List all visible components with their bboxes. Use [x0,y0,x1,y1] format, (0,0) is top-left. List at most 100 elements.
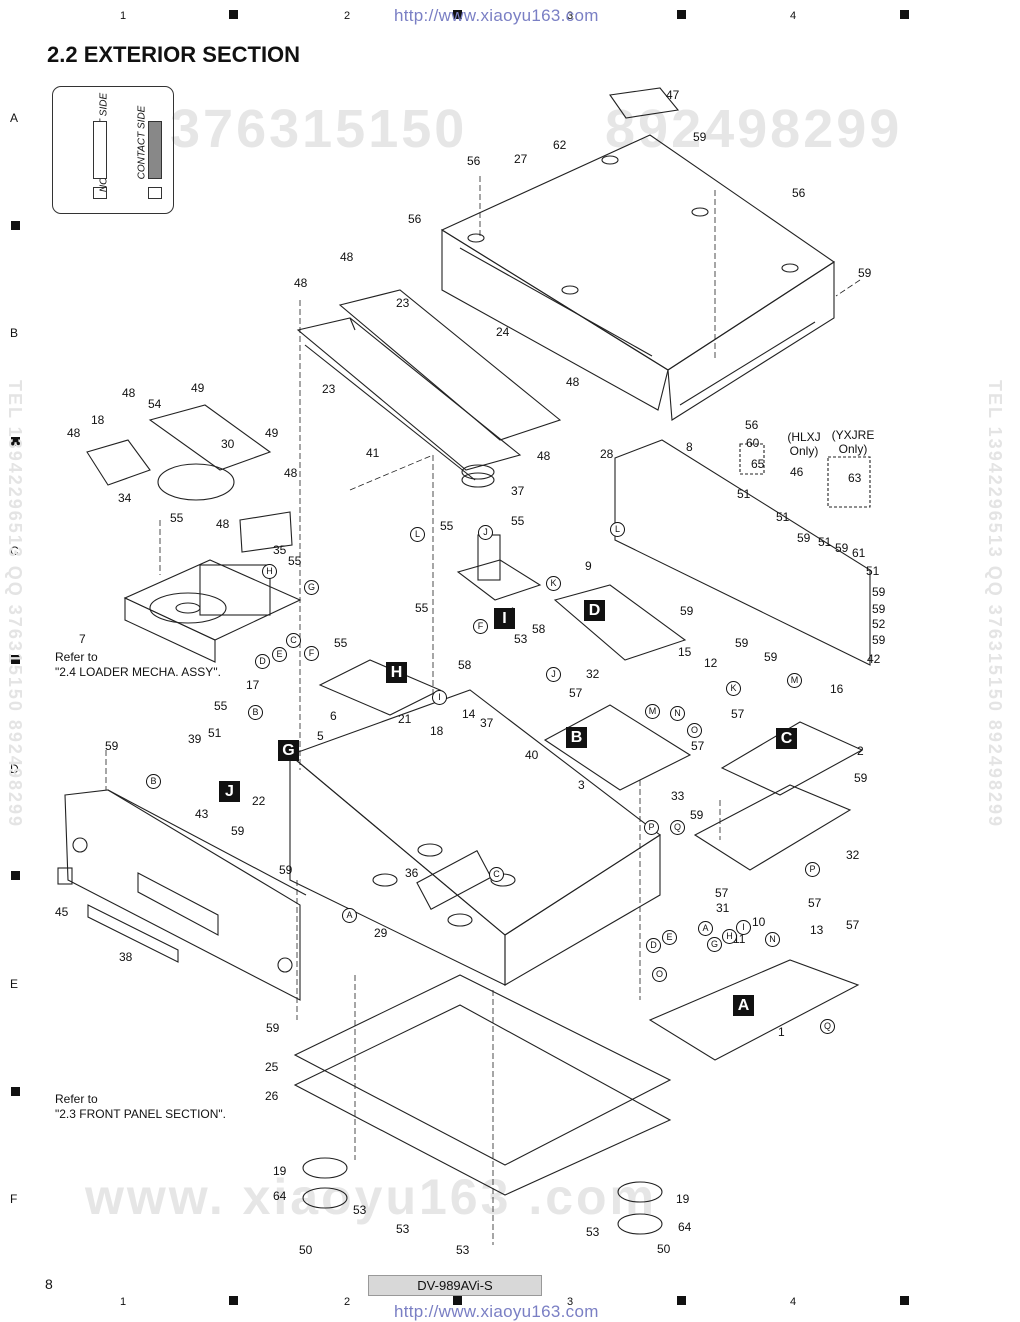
part-number-label: 49 [265,426,279,440]
part-number-label: 64 [273,1189,287,1203]
column-label-2-bottom: 2 [344,1296,351,1308]
part-number-label: 57 [808,896,822,910]
row-label-f: F [10,1192,18,1206]
insulator-sheets [293,974,672,1196]
connector-reference-marker: A [698,921,713,936]
watermark-site: www. xiaoyu163 .com [85,1169,658,1225]
note-loader-ref-1: Refer to [55,650,98,664]
connector-reference-marker: P [644,820,659,835]
connector-reference-marker: D [255,654,270,669]
row-label-e: E [10,977,19,991]
part-number-label: 6 [330,709,337,723]
part-number-label: 58 [458,658,472,672]
watermark-side-left: TEL 13942296513 QQ 376315150 892498299 [5,380,25,828]
part-number-label: 48 [67,426,81,440]
part-number-label: 64 [678,1220,692,1234]
part-number-label: 51 [208,726,222,740]
connector-reference-marker: N [765,932,780,947]
part-number-label: 55 [334,636,348,650]
assembly-tag: I [494,608,515,629]
contact-side-legend: NON-CONTACT SIDE CONTACT SIDE [52,86,174,214]
part-number-label: 55 [440,519,454,533]
register-mark [229,1296,238,1305]
part-number-label: 56 [408,212,422,226]
connector-reference-marker: H [722,929,737,944]
footer-url[interactable]: http://www.xiaoyu163.com [394,1302,599,1321]
connector-reference-marker: K [546,576,561,591]
column-label-1-bottom: 1 [120,1296,127,1308]
part-number-label: 23 [322,382,336,396]
part-number-label: 57 [715,886,729,900]
part-number-label: 32 [586,667,600,681]
part-number-label: 53 [396,1222,410,1236]
contact-base [148,187,162,199]
header-url[interactable]: http://www.xiaoyu163.com [394,6,599,25]
part-number-label: 59 [854,771,868,785]
part-number-label: 1 [778,1025,785,1039]
part-number-label: 47 [666,88,680,102]
part-number-label: 8 [686,440,693,454]
part-number-label: 43 [195,807,209,821]
part-number-label: 50 [657,1242,671,1256]
part-number-label: 56 [467,154,481,168]
part-number-label: 25 [265,1060,279,1074]
connector-reference-marker: F [304,646,319,661]
part-number-label: 7 [79,632,86,646]
part-number-label: 59 [797,531,811,545]
row-label-a: A [10,111,19,125]
note-front-ref-2: "2.3 FRONT PANEL SECTION". [55,1107,226,1121]
contact-strip [148,121,162,179]
part-number-label: 51 [866,564,880,578]
connector-reference-marker: B [248,705,263,720]
front-panel [57,789,307,1001]
part-number-label: 59 [858,266,872,280]
part-number-label: 26 [265,1089,279,1103]
row-label-d: D [10,762,19,776]
part-number-label: 42 [867,652,881,666]
connector-reference-marker: I [736,920,751,935]
column-label-4: 4 [790,10,797,22]
part-number-label: 19 [273,1164,287,1178]
part-number-label: 48 [216,517,230,531]
watermark-number: 892498299 [605,99,903,159]
part-number-label: 59 [105,739,119,753]
part-number-label: 22 [252,794,266,808]
note-hlxj-only: (HLXJ Only) [787,430,821,458]
part-number-label: 48 [537,449,551,463]
part-number-label: 37 [511,484,525,498]
part-number-label: 48 [294,276,308,290]
part-number-label: 23 [396,296,410,310]
part-number-label: 18 [430,724,444,738]
part-number-label: 65 [751,457,765,471]
assembly-tag: C [776,728,797,749]
part-number-label: 59 [231,824,245,838]
assembly-tag: G [278,740,299,761]
connector-reference-marker: I [432,690,447,705]
part-number-label: 39 [188,732,202,746]
connector-reference-marker: Q [670,820,685,835]
connector-reference-marker: K [726,681,741,696]
part-number-label: 51 [818,535,832,549]
part-number-label: 62 [553,138,567,152]
register-mark [677,10,686,19]
watermark-number: 376315150 [170,99,468,159]
part-number-label: 57 [846,918,860,932]
connector-reference-marker: N [670,706,685,721]
part-number-label: 55 [288,554,302,568]
part-number-label: 61 [852,546,866,560]
register-mark [11,1087,20,1096]
connector-reference-marker: G [304,580,319,595]
part-number-label: 45 [55,905,69,919]
part-number-label: 36 [405,866,419,880]
pcb-boards [318,464,864,1061]
register-mark [11,437,20,446]
register-mark [453,10,462,19]
part-number-label: 51 [776,510,790,524]
connector-reference-marker: Q [820,1019,835,1034]
connector-reference-marker: L [410,527,425,542]
connector-reference-marker: E [662,930,677,945]
part-number-label: 59 [266,1021,280,1035]
model-number: DV-989AVi-S [368,1275,542,1296]
part-number-label: 48 [340,250,354,264]
